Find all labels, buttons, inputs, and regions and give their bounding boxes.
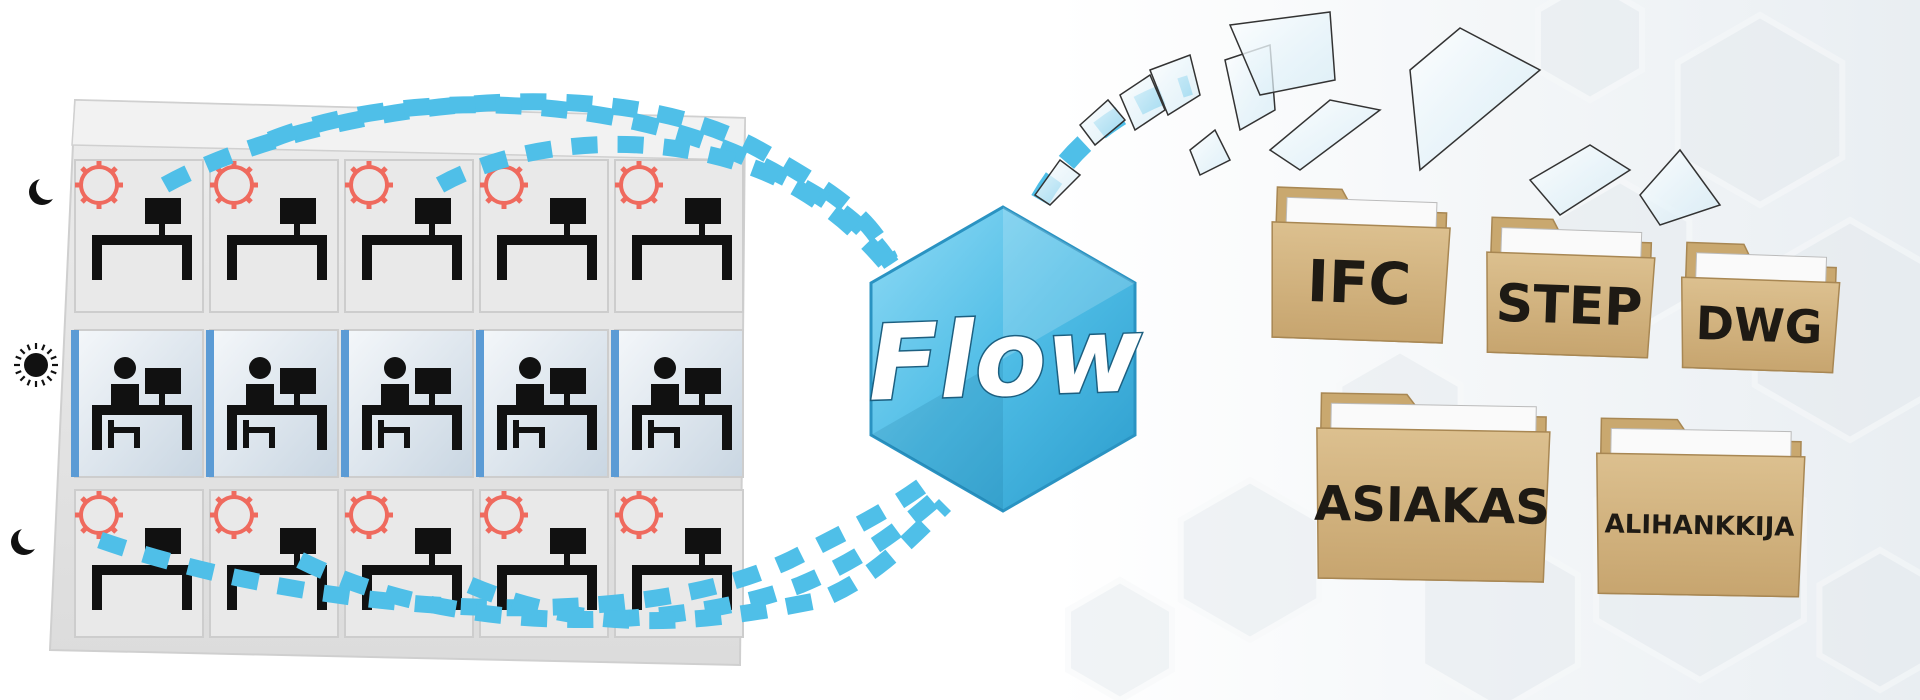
folder: IFC bbox=[1271, 186, 1451, 344]
gear-icon bbox=[210, 161, 258, 209]
sun-icon bbox=[14, 343, 58, 387]
gear-icon bbox=[615, 161, 663, 209]
workstation-cell bbox=[74, 489, 204, 638]
folder: ASIAKAS bbox=[1314, 392, 1551, 583]
workstation-cell bbox=[344, 159, 474, 313]
workstation-cell bbox=[71, 329, 204, 478]
folder: ALIHANKKIJA bbox=[1596, 417, 1806, 598]
shift-indicators bbox=[11, 176, 60, 555]
folder: STEP bbox=[1486, 216, 1656, 359]
folder-label: ASIAKAS bbox=[1314, 476, 1551, 536]
workstation-cell bbox=[74, 159, 204, 313]
workstation-cell bbox=[479, 159, 609, 313]
workstation-cell bbox=[206, 329, 339, 478]
gear-icon bbox=[75, 491, 123, 539]
gear-icon bbox=[615, 491, 663, 539]
gear-icon bbox=[480, 491, 528, 539]
workstation-cell bbox=[614, 159, 744, 313]
flow-line-lower-2 bbox=[296, 488, 946, 629]
moon-icon bbox=[11, 526, 42, 555]
workstation-cell bbox=[341, 329, 474, 478]
gear-icon bbox=[345, 161, 393, 209]
folder: DWG bbox=[1680, 241, 1841, 374]
folder-label: DWG bbox=[1695, 296, 1823, 354]
moon-icon bbox=[29, 176, 60, 205]
gear-icon bbox=[75, 161, 123, 209]
file-folders: IFC STEP DWG ASIAKAS ALIHANKKIJA bbox=[1271, 186, 1841, 598]
workstation-cell bbox=[209, 489, 339, 638]
flow-line-lower-1 bbox=[97, 473, 936, 617]
flow-hub: Flow bbox=[864, 205, 1147, 513]
workstation-cell bbox=[611, 329, 744, 478]
gear-icon bbox=[210, 491, 258, 539]
hub-label: Flow bbox=[866, 293, 1145, 425]
folder-label: STEP bbox=[1495, 274, 1644, 339]
workstation-grid bbox=[48, 98, 747, 667]
workstation-cell bbox=[476, 329, 609, 478]
folder-label: ALIHANKKIJA bbox=[1604, 509, 1794, 542]
folder-label: IFC bbox=[1306, 247, 1412, 319]
flying-documents bbox=[1033, 11, 1722, 226]
workstation-cell bbox=[209, 159, 339, 313]
flow-line-lower-3 bbox=[466, 498, 952, 630]
gear-icon bbox=[345, 491, 393, 539]
